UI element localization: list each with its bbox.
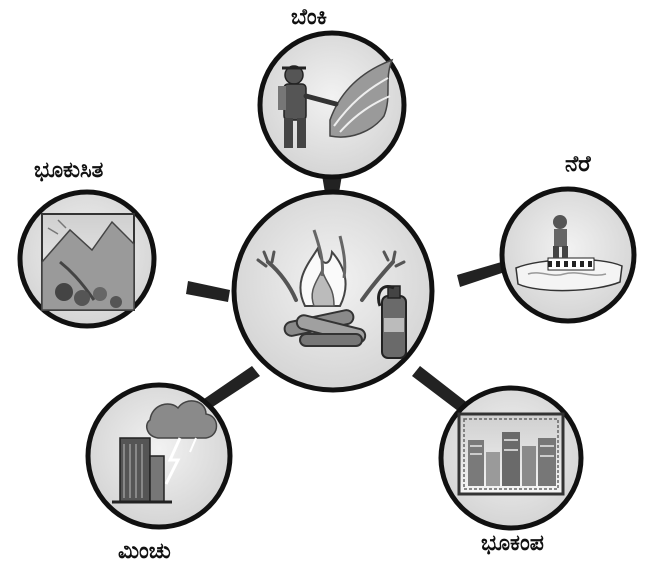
label-flood: ನೆರೆ [565,152,591,177]
lightning-building-icon [112,400,218,504]
label-landslide: ಭೂಕುಸಿತ [34,158,104,183]
node-lightning [85,382,233,530]
connector-earthquake [412,366,474,417]
earthquake-city-icon [457,412,565,496]
connector-lightning [201,366,260,410]
node-landslide [17,189,157,329]
connector-landslide [186,281,230,302]
fire-with-extinguisher-icon [256,229,407,359]
label-earthquake: ಭೂಕಂಪ [481,531,544,556]
node-flood [499,186,637,324]
label-fire: ಬೆಂಕಿ [291,5,327,30]
center-node [231,189,435,393]
node-fire [257,30,407,180]
flood-icon [515,215,623,292]
label-lightning: ಮಿಂಚು [118,539,171,564]
landslide-icon [41,213,135,311]
node-earthquake [438,385,584,531]
firefighter-icon [278,58,394,148]
